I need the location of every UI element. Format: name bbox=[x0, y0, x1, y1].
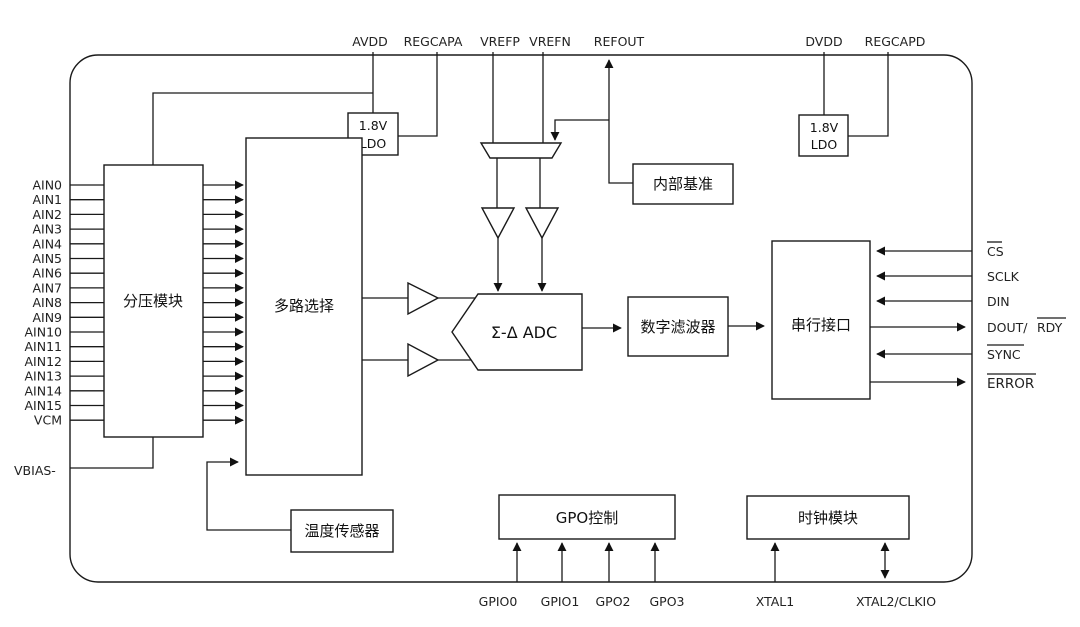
ldo-digital-label: LDO bbox=[811, 137, 838, 152]
ain-pin-label: VCM bbox=[34, 413, 62, 428]
clock-label: 时钟模块 bbox=[798, 509, 858, 527]
ain-pin-label: AIN0 bbox=[32, 178, 62, 193]
clock-block bbox=[746, 495, 910, 540]
adc-label: Σ-Δ ADC bbox=[491, 323, 557, 342]
ain-inputs: AIN0AIN1AIN2AIN3AIN4AIN5AIN6AIN7AIN8AIN9… bbox=[25, 178, 244, 428]
pin-sclk: SCLK bbox=[987, 269, 1020, 284]
ain-pin-label: AIN4 bbox=[32, 236, 62, 251]
ain-pin-label: AIN14 bbox=[25, 383, 63, 398]
serial-label: 串行接口 bbox=[791, 316, 851, 334]
pga-buffer-2 bbox=[407, 342, 440, 378]
internal-ref-block bbox=[632, 163, 734, 205]
ref-mux bbox=[479, 142, 563, 159]
ref-buffer-p bbox=[480, 207, 516, 240]
wire-regcapa bbox=[398, 52, 438, 137]
pin-gpo3: GPO3 bbox=[649, 594, 684, 609]
wire-vbias bbox=[70, 437, 154, 469]
ain-pin-label: AIN2 bbox=[32, 207, 62, 222]
pin-gpio1: GPIO1 bbox=[541, 594, 580, 609]
ain-pin-label: AIN13 bbox=[25, 369, 63, 384]
pin-vbias: VBIAS- bbox=[14, 463, 56, 478]
ain-pin-label: AIN11 bbox=[25, 339, 63, 354]
ain-pin-label: AIN12 bbox=[25, 354, 63, 369]
pin-xtal2-clkio: XTAL2/CLKIO bbox=[856, 594, 936, 609]
pin-dvdd: DVDD bbox=[805, 34, 842, 49]
pin-sync: SYNC bbox=[987, 347, 1021, 362]
pin-gpo2: GPO2 bbox=[595, 594, 630, 609]
temp-sensor-label: 温度传感器 bbox=[304, 522, 379, 540]
pga-buffer-1 bbox=[407, 281, 440, 316]
ain-pin-label: AIN8 bbox=[32, 295, 62, 310]
ain-pin-label: AIN10 bbox=[25, 325, 63, 340]
filter-block bbox=[627, 296, 729, 357]
wire-ref-to-mux bbox=[550, 119, 609, 141]
wire-refout bbox=[604, 59, 633, 184]
mux-block bbox=[245, 137, 363, 476]
pin-gpio0: GPIO0 bbox=[479, 594, 518, 609]
internal-ref-label: 内部基准 bbox=[653, 175, 713, 193]
divider-label: 分压模块 bbox=[123, 292, 183, 310]
pin-xtal1: XTAL1 bbox=[756, 594, 794, 609]
ldo-analog-label: LDO bbox=[360, 136, 387, 151]
ain-pin-label: AIN5 bbox=[32, 251, 62, 266]
ldo-digital bbox=[798, 114, 849, 157]
ain-pin-label: AIN7 bbox=[32, 280, 62, 295]
divider-block bbox=[103, 164, 204, 438]
pin-refout: REFOUT bbox=[594, 34, 645, 49]
pin-cs: CS bbox=[987, 244, 1004, 259]
pin-vrefn: VREFN bbox=[529, 34, 571, 49]
filter-label: 数字滤波器 bbox=[640, 318, 715, 336]
adc-block bbox=[451, 293, 583, 371]
gpo-label: GPO控制 bbox=[556, 509, 618, 527]
pin-din: DIN bbox=[987, 294, 1010, 309]
wire-regcapd bbox=[848, 52, 889, 137]
temp-sensor-block bbox=[290, 509, 394, 553]
pin-vrefp: VREFP bbox=[480, 34, 520, 49]
pin-dout: DOUT/ bbox=[987, 320, 1028, 335]
serial-block bbox=[771, 240, 871, 400]
ain-pin-label: AIN6 bbox=[32, 266, 62, 281]
pin-error: ERROR bbox=[987, 376, 1034, 392]
pin-regcapd: REGCAPD bbox=[865, 34, 926, 49]
ldo-digital-v: 1.8V bbox=[810, 120, 839, 135]
gpo-block bbox=[498, 494, 676, 540]
ain-pin-label: AIN15 bbox=[25, 398, 63, 413]
ref-buffer-n bbox=[524, 207, 560, 240]
pin-regcapa: REGCAPA bbox=[404, 34, 463, 49]
wire-temp-mux bbox=[206, 457, 291, 531]
ain-pin-label: AIN3 bbox=[32, 222, 62, 237]
ain-pin-label: AIN9 bbox=[32, 310, 62, 325]
ain-pin-label: AIN1 bbox=[32, 192, 62, 207]
pin-rdy: RDY bbox=[1037, 320, 1063, 335]
pin-avdd: AVDD bbox=[352, 34, 388, 49]
mux-label: 多路选择 bbox=[274, 297, 334, 315]
wire-avdd-divider bbox=[152, 92, 373, 165]
ldo-analog-v: 1.8V bbox=[359, 118, 388, 133]
